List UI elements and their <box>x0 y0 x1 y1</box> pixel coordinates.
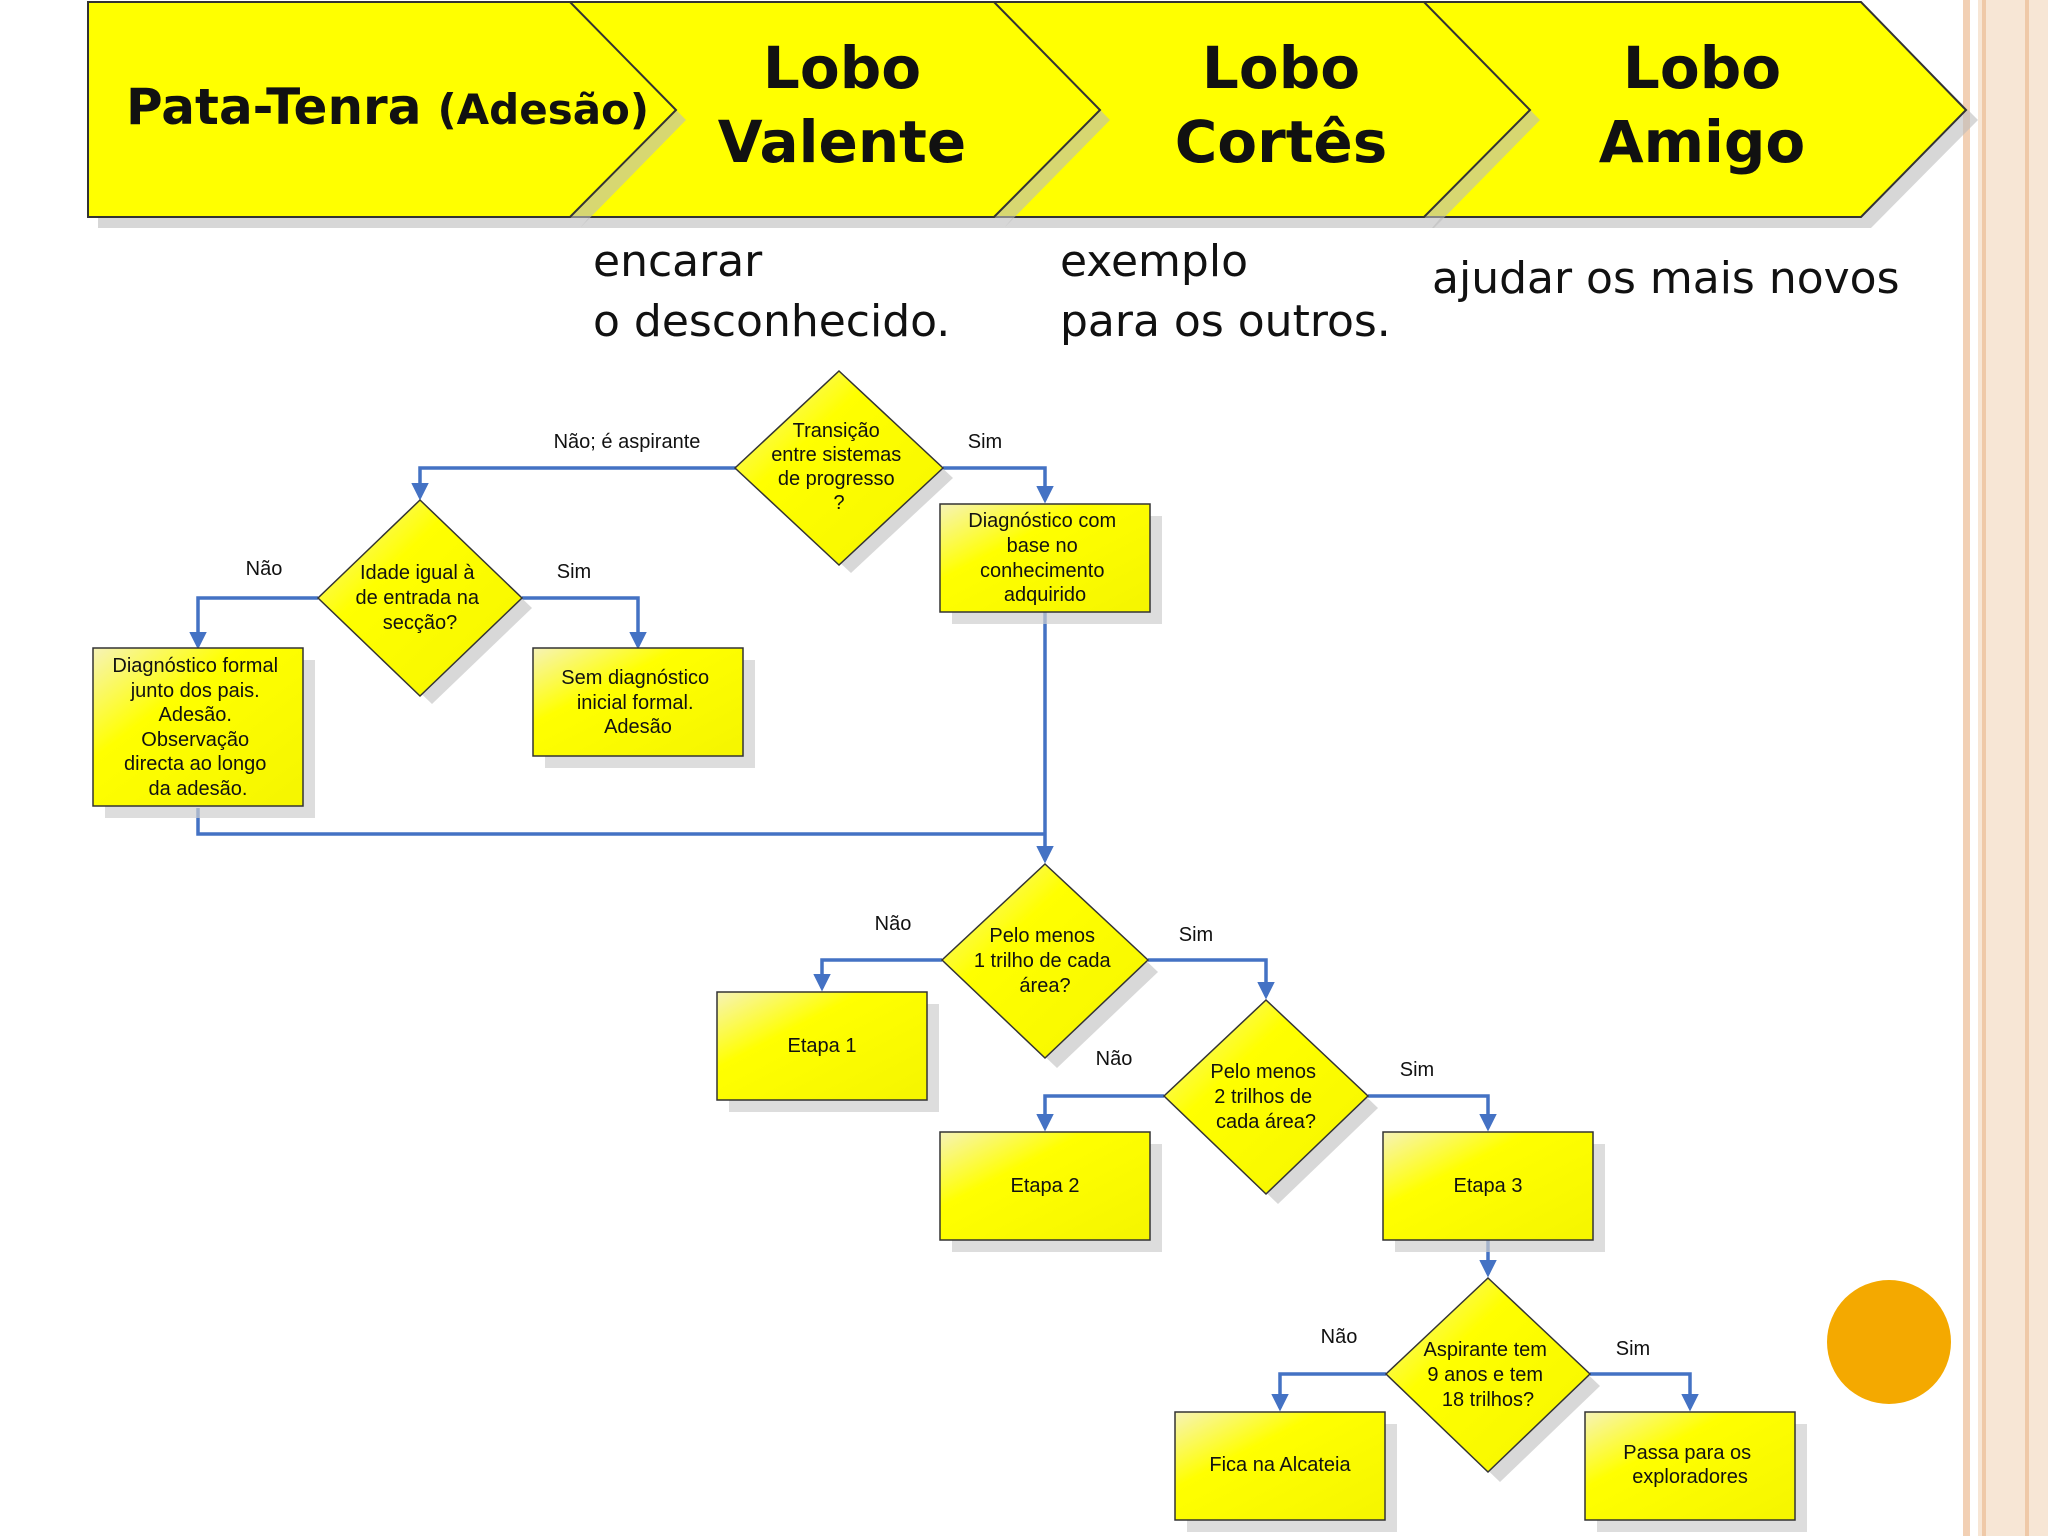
edge-transicao-yes <box>943 466 1054 504</box>
stage-chevron-lobo-valente <box>567 1 1110 228</box>
edge-pm1-yes <box>1148 958 1275 1000</box>
edge-label-idade-no: Não <box>246 558 283 580</box>
edge-label-transicao-yes: Sim <box>968 431 1002 453</box>
edge-idade-yes <box>522 596 647 650</box>
decision-idade: Idade igual à de entrada na secção? <box>316 498 532 704</box>
process-etapa-3: Etapa 3 <box>1382 1131 1605 1252</box>
decorative-border-line <box>1963 0 1970 1536</box>
process-passa-exploradores-label: Passa para os exploradores <box>1623 1442 1756 1488</box>
decision-transicao: Transição entre sistemas de progresso ? <box>733 369 953 573</box>
edge-formal-merge <box>196 808 1045 836</box>
process-etapa-1: Etapa 1 <box>716 991 939 1112</box>
stage-caption-lobo-valente: encarar o desconhecido. <box>593 232 950 352</box>
edge-pm2-no <box>1036 1094 1164 1132</box>
decorative-border-line <box>2025 0 2029 1536</box>
process-diagnostico-conhecimento-label: Diagnóstico com base no conhecimento adq… <box>968 510 1121 606</box>
edge-pm2-yes <box>1368 1094 1497 1132</box>
stage-label-lobo-cortes-line2: Cortês <box>1175 108 1388 176</box>
stage-caption-lobo-amigo: ajudar os mais novos <box>1432 249 1900 309</box>
edge-label-pm2-yes: Sim <box>1400 1059 1434 1081</box>
stage-caption-lobo-cortes: exemplo para os outros. <box>1060 232 1391 352</box>
caption-line: o desconhecido. <box>593 296 951 347</box>
edge-transicao-no <box>411 466 736 501</box>
decision-pelo-menos-1-label: Pelo menos 1 trilho de cada área? <box>974 925 1116 997</box>
caption-line: ajudar os mais novos <box>1432 253 1900 304</box>
edge-pm1-no <box>813 958 942 992</box>
decision-aspirante: Aspirante tem 9 anos e tem 18 trilhos? <box>1384 1276 1600 1482</box>
caption-line: para os outros. <box>1060 296 1391 347</box>
stage-label-lobo-amigo-line2: Amigo <box>1599 108 1806 176</box>
decorative-circle <box>1827 1280 1951 1404</box>
process-etapa-2-label: Etapa 2 <box>1011 1175 1080 1197</box>
edge-label-transicao-no: Não; é aspirante <box>554 431 701 453</box>
decision-aspirante-label: Aspirante tem 9 anos e tem 18 trilhos? <box>1424 1339 1553 1411</box>
stage-banner: Pata-Tenra(Adesão) Lobo Valente Lobo Cor… <box>87 1 1978 228</box>
process-etapa-1-label: Etapa 1 <box>788 1035 857 1057</box>
process-fica-alcateia: Fica na Alcateia <box>1174 1411 1397 1532</box>
stage-label-lobo-amigo-line1: Lobo <box>1623 34 1781 102</box>
decorative-border <box>1978 0 2048 1536</box>
stage-label-lobo-cortes-line1: Lobo <box>1202 34 1360 102</box>
edge-label-idade-yes: Sim <box>557 561 591 583</box>
edge-label-asp-yes: Sim <box>1616 1338 1650 1360</box>
process-fica-alcateia-label: Fica na Alcateia <box>1209 1454 1351 1476</box>
decorative-border-line <box>1982 0 1986 1536</box>
edge-label-pm1-yes: Sim <box>1179 924 1213 946</box>
stage-label-lobo-valente-line1: Lobo <box>763 34 921 102</box>
caption-line: encarar <box>593 236 763 287</box>
edge-label-pm1-no: Não <box>875 913 912 935</box>
stage-chevron-lobo-cortes <box>991 1 1540 228</box>
process-diagnostico-conhecimento: Diagnóstico com base no conhecimento adq… <box>939 503 1162 624</box>
decision-pelo-menos-1: Pelo menos 1 trilho de cada área? <box>940 862 1158 1068</box>
edge-label-pm2-no: Não <box>1096 1048 1133 1070</box>
process-diagnostico-formal-label: Diagnóstico formal junto dos pais. Adesã… <box>112 655 283 800</box>
caption-line: exemplo <box>1060 236 1248 287</box>
process-passa-exploradores: Passa para os exploradores <box>1584 1411 1807 1532</box>
edge-idade-no <box>189 596 318 650</box>
stage-label-lobo-valente-line2: Valente <box>718 108 966 176</box>
decision-transicao-label: Transição entre sistemas de progresso ? <box>771 420 907 514</box>
decision-pelo-menos-2: Pelo menos 2 trilhos de cada área? <box>1162 998 1378 1204</box>
stage-label-pata-tenra: Pata-Tenra(Adesão) <box>126 78 649 136</box>
edge-label-asp-no: Não <box>1321 1326 1358 1348</box>
decision-idade-label: Idade igual à de entrada na secção? <box>356 562 485 634</box>
process-diagnostico-formal: Diagnóstico formal junto dos pais. Adesã… <box>92 647 315 818</box>
process-sem-diagnostico: Sem diagnóstico inicial formal. Adesão <box>532 647 755 768</box>
stage-chevron-pata-tenra <box>87 1 686 228</box>
edge-asp-no <box>1271 1372 1386 1412</box>
decision-pelo-menos-2-label: Pelo menos 2 trilhos de cada área? <box>1210 1061 1321 1133</box>
process-etapa-2: Etapa 2 <box>939 1131 1162 1252</box>
process-sem-diagnostico-label: Sem diagnóstico inicial formal. Adesão <box>561 667 714 738</box>
edge-asp-yes <box>1590 1372 1699 1412</box>
process-etapa-3-label: Etapa 3 <box>1454 1175 1523 1197</box>
